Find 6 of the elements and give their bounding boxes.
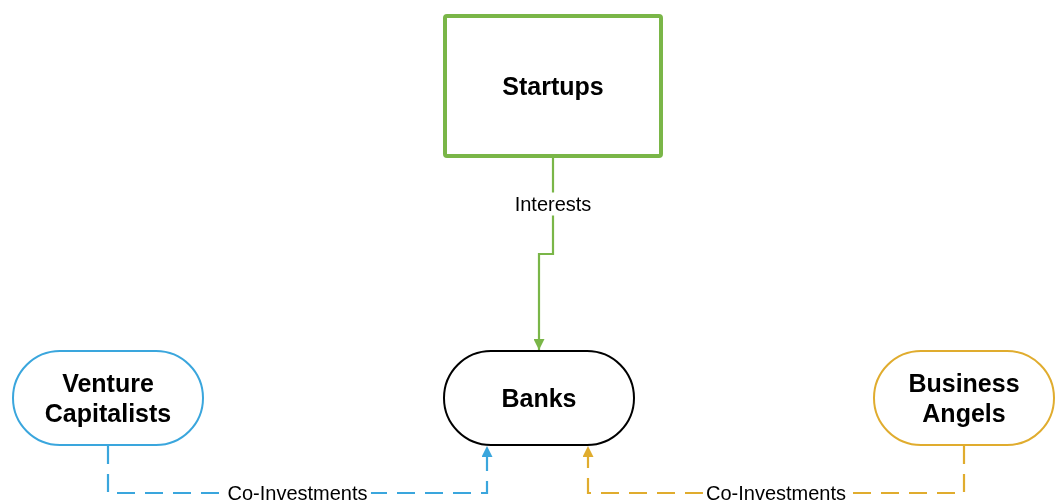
node-label: Venture Capitalists bbox=[43, 368, 173, 428]
process-box bbox=[443, 14, 663, 158]
node-label: Startups bbox=[502, 71, 604, 101]
node-label: Banks bbox=[501, 383, 577, 413]
arrow bbox=[533, 158, 555, 350]
node-label: Business Angels bbox=[907, 368, 1021, 428]
